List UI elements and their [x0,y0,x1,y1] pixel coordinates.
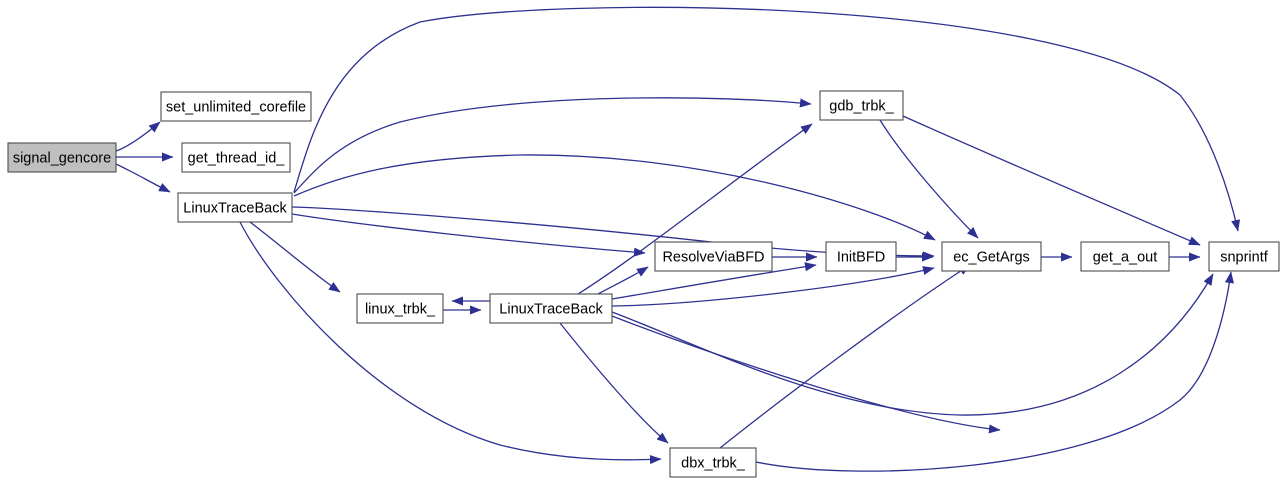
graph-node-linux_trbk_[interactable]: linux_trbk_ [356,293,444,324]
graph-node-LinuxTraceBack_outer[interactable]: LinuxTraceBack [177,192,293,223]
node-label-set_unlimited_corefile: set_unlimited_corefile [166,99,306,115]
node-box-snprintf[interactable] [1208,241,1280,272]
node-label-InitBFD: InitBFD [837,249,885,265]
graph-node-set_unlimited_corefile[interactable]: set_unlimited_corefile [160,91,312,122]
node-box-LinuxTraceBack_inner[interactable] [489,293,613,324]
node-box-gdb_trbk_[interactable] [819,90,904,121]
call-edge-dbx_trbk_-to-ec_GetArgs [719,264,971,449]
node-label-dbx_trbk_: dbx_trbk_ [681,455,746,471]
call-edge-LinuxTraceBack_inner-to-ec_GetArgs [611,266,935,307]
call-edge-signal_gencore-to-LinuxTraceBack_outer [115,163,171,193]
graph-node-snprintf[interactable]: snprintf [1208,241,1280,272]
graph-node-ec_GetArgs[interactable]: ec_GetArgs [941,241,1042,272]
node-label-signal_gencore: signal_gencore [13,150,111,166]
node-box-set_unlimited_corefile[interactable] [160,91,312,122]
node-label-LinuxTraceBack_outer: LinuxTraceBack [183,200,287,216]
node-label-get_thread_id_: get_thread_id_ [188,150,286,166]
graph-node-LinuxTraceBack_inner[interactable]: LinuxTraceBack [489,293,613,324]
node-label-LinuxTraceBack_inner: LinuxTraceBack [499,301,603,317]
call-edge-LinuxTraceBack_outer-to-linux_trbk_ [249,221,341,293]
call-edge-LinuxTraceBack_outer-to-ec_GetArgs [293,154,936,241]
node-box-get_thread_id_[interactable] [181,142,291,173]
node-label-ec_GetArgs: ec_GetArgs [953,249,1030,265]
graph-node-ResolveViaBFD[interactable]: ResolveViaBFD [654,241,773,272]
node-label-ResolveViaBFD: ResolveViaBFD [662,249,764,265]
call-edge-signal_gencore-to-set_unlimited_corefile [115,121,161,152]
call-edge-LinuxTraceBack_inner-to-gdb_trbk_ [577,123,813,295]
graph-node-InitBFD[interactable]: InitBFD [825,241,897,272]
call-edge-LinuxTraceBack_inner-to-snprintf_long [611,273,1214,416]
graph-node-signal_gencore[interactable]: signal_gencore [7,142,117,173]
graph-node-dbx_trbk_[interactable]: dbx_trbk_ [669,447,757,478]
call-edge-LinuxTraceBack_inner-to-dbx_trbk_ [559,322,669,444]
node-box-ResolveViaBFD[interactable] [654,241,773,272]
call-edge-LinuxTraceBack_outer-to-snprintf [293,6,1241,232]
node-box-signal_gencore[interactable] [7,142,117,173]
call-edge-LinuxTraceBack_outer-to-dbx_trbk_ [239,221,662,465]
edge-layer [115,6,1241,472]
node-layer: signal_gencore set_unlimited_corefile get_… [7,90,1280,478]
node-box-ec_GetArgs[interactable] [941,241,1042,272]
call-edge-LinuxTraceBack_inner-to-ResolveViaBFD [597,266,649,295]
graph-node-get_thread_id_[interactable]: get_thread_id_ [181,142,291,173]
node-box-get_a_out[interactable] [1080,241,1170,272]
call-edge-LinuxTraceBack_inner-to-dbx_trbk_b [611,315,1001,434]
node-label-linux_trbk_: linux_trbk_ [365,301,436,317]
call-edge-LinuxTraceBack_outer-to-ResolveViaBFD [291,213,646,257]
node-label-get_a_out: get_a_out [1093,249,1158,265]
node-box-linux_trbk_[interactable] [356,293,444,324]
node-box-dbx_trbk_[interactable] [669,447,757,478]
node-box-InitBFD[interactable] [825,241,897,272]
graph-node-gdb_trbk_[interactable]: gdb_trbk_ [819,90,904,121]
call-edge-dbx_trbk_-to-snprintf [755,271,1234,472]
call-edge-gdb_trbk_-to-ec_GetArgs [879,119,979,239]
node-label-gdb_trbk_: gdb_trbk_ [829,98,894,114]
node-label-snprintf: snprintf [1220,249,1269,265]
call-edge-LinuxTraceBack_outer-to-gdb_trbk_ [293,97,812,194]
call-edge-LinuxTraceBack_inner-to-InitBFD [611,262,817,300]
graph-node-get_a_out[interactable]: get_a_out [1080,241,1170,272]
call-edge-gdb_trbk_-to-snprintf [902,115,1201,246]
node-box-LinuxTraceBack_outer[interactable] [177,192,293,223]
